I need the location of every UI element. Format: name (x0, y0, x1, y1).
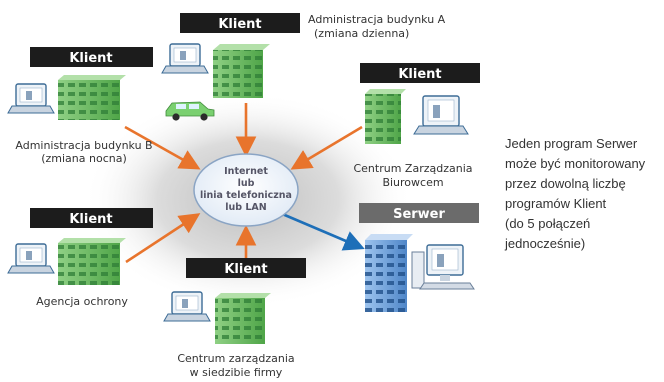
client-right-tag-label: Klient (398, 67, 441, 82)
client-top-building-icon (213, 44, 270, 98)
client-bottom-tag (186, 258, 306, 278)
connection-arrows (124, 103, 365, 264)
client-left-top-building-icon (58, 75, 126, 120)
server-tag-label: Serwer (393, 207, 445, 222)
client-left-top-caption-1: Administracja budynku B (15, 139, 152, 152)
car-icon (165, 101, 215, 121)
client-left-bottom-building-icon (58, 238, 126, 285)
arrow-hub-to-server (279, 211, 365, 251)
client-left-bottom-tag-label: Klient (69, 212, 112, 227)
client-top: Klient Administracja budynku A (zmiana d… (161, 13, 446, 98)
hub-line-3: linia telefoniczna (200, 190, 292, 201)
client-left-top-tag (30, 47, 153, 67)
server-tag (359, 203, 479, 223)
client-left-bottom-caption-1: Agencja ochrony (36, 295, 128, 308)
client-bottom-tag-label: Klient (224, 262, 267, 277)
client-top-caption-2: (zmiana dzienna) (314, 27, 409, 40)
client-right-caption-2: Biurowcem (382, 176, 443, 189)
client-bottom-caption-2: w siedzibie firmy (190, 366, 283, 379)
client-top-tag (180, 13, 300, 33)
side-note-line-2: może być monitorowany (505, 156, 646, 171)
client-left-bottom-tag (30, 208, 153, 228)
side-note-line-5: (do 5 połączeń (505, 216, 591, 231)
client-left-bottom-laptop-icon (7, 243, 55, 274)
side-note-line-6: jednocześnie) (505, 236, 586, 251)
client-right-caption-1: Centrum Zarządzania (353, 162, 472, 175)
client-top-caption-1: Administracja budynku A (308, 13, 446, 26)
client-left-top-caption-2: (zmiana nocna) (41, 152, 127, 165)
client-top-laptop-icon (161, 43, 209, 74)
arrow-left-bottom-to-hub (125, 213, 201, 264)
client-right-building-icon (365, 89, 406, 144)
client-right: Klient Centrum Zarządzania Biurowcem (353, 63, 480, 189)
side-note-line-1: Jeden program Serwer (505, 136, 638, 151)
hub-line-2: lub (238, 178, 255, 189)
server-computer-icon (411, 244, 475, 290)
client-right-tag (360, 63, 480, 83)
server: Serwer (359, 203, 479, 312)
side-note: Jeden program Serwer może być monitorowa… (505, 134, 664, 254)
hub-line-4: lub LAN (225, 202, 267, 213)
client-left-top-laptop-icon (7, 83, 55, 114)
arrow-left-top-to-hub (124, 125, 201, 170)
client-right-laptop-icon (413, 95, 469, 135)
arrow-right-to-hub (290, 125, 363, 170)
side-note-line-3: przez dowolną liczbę (505, 176, 626, 191)
client-bottom: Klient Centrum zarządzania w siedzibie f… (163, 258, 306, 379)
network-hub: Internet lub linia telefoniczna lub LAN (193, 153, 299, 227)
hub-line-1: Internet (224, 166, 268, 177)
client-bottom-building-icon (215, 293, 271, 344)
client-left-top-tag-label: Klient (69, 51, 112, 66)
client-bottom-laptop-icon (163, 291, 211, 322)
side-note-line-4: programów Klient (505, 196, 607, 211)
client-left-bottom: Klient Agencja ochrony (7, 208, 153, 308)
client-bottom-caption-1: Centrum zarządzania (177, 352, 294, 365)
client-top-tag-label: Klient (218, 17, 261, 32)
client-left-top: Klient Administracja budynku B (zmiana n… (7, 47, 153, 165)
server-building-icon (365, 234, 413, 312)
